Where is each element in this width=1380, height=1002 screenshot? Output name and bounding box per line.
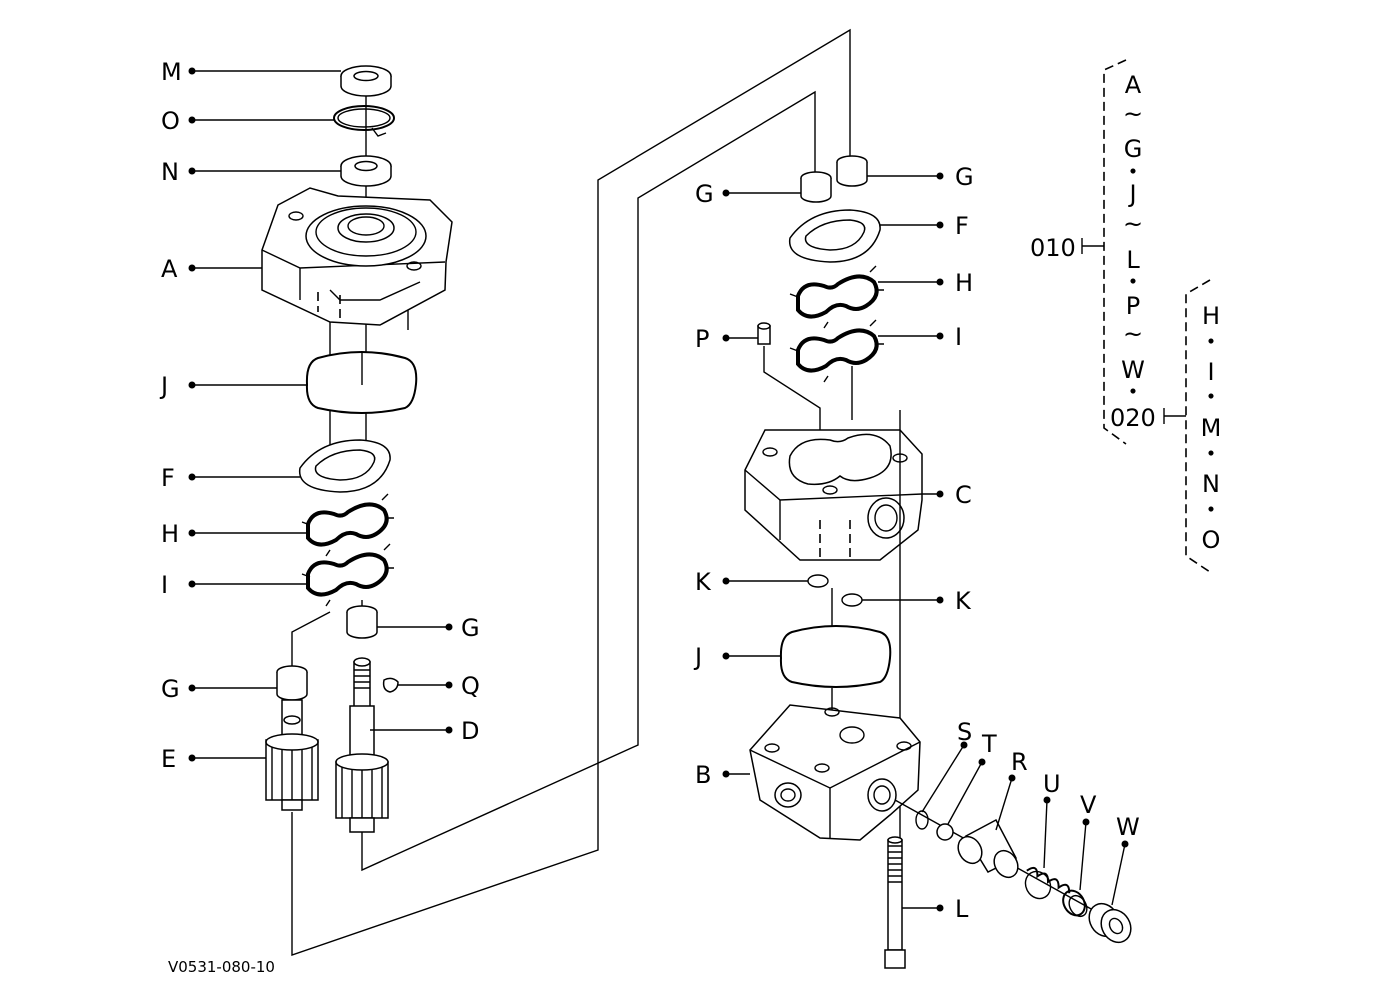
figure-code: V0531-080-10 (168, 958, 275, 976)
part-i-backup-ring (301, 543, 394, 607)
part-w-plug (1088, 902, 1132, 944)
label-v: V (1080, 791, 1097, 819)
part-j-gasket-right (779, 625, 892, 688)
label-s: S (957, 718, 972, 746)
label-j-right: J (693, 643, 702, 671)
label-l: L (955, 895, 969, 923)
leader-dots (188, 67, 1129, 912)
label-h-left: H (161, 520, 179, 548)
part-j-gasket (305, 351, 418, 414)
part-f-seal-plate-right (789, 209, 881, 263)
label-o: O (161, 107, 180, 135)
group-020-entry: ・ (1199, 328, 1223, 356)
group-020-entry: ・ (1199, 496, 1223, 524)
label-t: T (981, 730, 997, 758)
part-m-oil-seal (340, 65, 392, 97)
part-s-o-ring (915, 810, 929, 830)
part-g-bushing-lower (276, 665, 308, 701)
label-j-left: J (159, 372, 168, 400)
label-w: W (1116, 813, 1140, 841)
part-u-spring (1024, 866, 1071, 900)
label-g-upper-left: G (461, 614, 480, 642)
leader-lines (192, 70, 1126, 909)
group-010-bracket (1081, 59, 1127, 445)
group-020-entry: ・ (1199, 383, 1223, 411)
label-k-right: K (955, 587, 972, 615)
label-i-left: I (161, 571, 168, 599)
part-l-bolt (884, 836, 906, 969)
label-d: D (461, 717, 479, 745)
group-020-entry: M (1201, 414, 1222, 442)
group-010-entry: ~ (1123, 100, 1143, 128)
part-c-pump-body (744, 429, 923, 561)
part-i-backup-ring-right (789, 319, 884, 383)
label-g-right-a: G (695, 180, 714, 208)
label-a: A (161, 255, 178, 283)
part-v-spring (1062, 889, 1088, 918)
group-020-code: 020 (1110, 404, 1156, 432)
group-020-list: H ・ I ・ M ・ N ・ O (1199, 302, 1223, 554)
group-010-entry: P (1126, 292, 1140, 320)
label-e: E (161, 745, 176, 773)
part-g-bushing-upper (346, 605, 378, 639)
label-p: P (695, 325, 709, 353)
group-020-entry: I (1207, 358, 1214, 386)
group-010-entry: W (1121, 356, 1145, 384)
part-n-washer (340, 155, 392, 187)
group-010-entry: A (1125, 71, 1142, 99)
label-r: R (1011, 748, 1028, 776)
group-010-entry: ・ (1121, 378, 1145, 406)
part-b-housing (749, 704, 921, 841)
label-g-right-b: G (955, 163, 974, 191)
label-n: N (161, 158, 179, 186)
label-b: B (695, 761, 711, 789)
part-h-backup-ring (301, 493, 394, 557)
group-010-entry: G (1124, 135, 1143, 163)
part-t-ball (936, 823, 954, 841)
group-010-entry: ・ (1121, 268, 1145, 296)
label-g-lower-left: G (161, 675, 180, 703)
part-a-cover (261, 187, 453, 326)
label-h-right: H (955, 269, 973, 297)
part-e-driven-gear (265, 699, 319, 811)
label-f-left: F (161, 464, 175, 492)
label-i-right: I (955, 323, 962, 351)
part-k-o-ring-left (807, 574, 829, 588)
label-m: M (161, 58, 182, 86)
part-labels: M O N A J F H I G E G Q D G P K J B G F … (159, 58, 1140, 923)
part-k-o-ring-right (841, 593, 863, 607)
group-010-entry: J (1127, 180, 1136, 208)
label-u: U (1043, 770, 1061, 798)
label-q: Q (461, 672, 480, 700)
group-020-entry: N (1202, 470, 1220, 498)
part-g-bushing-right-a (800, 171, 832, 203)
group-010-entry: ~ (1123, 320, 1143, 348)
group-020-bracket (1163, 279, 1211, 573)
group-020-entry: H (1202, 302, 1220, 330)
group-010-entry: ・ (1121, 158, 1145, 186)
part-d-drive-gear-shaft (335, 657, 389, 833)
label-f-right: F (955, 212, 969, 240)
label-k-left: K (695, 568, 712, 596)
group-010-entry: ~ (1123, 210, 1143, 238)
part-g-bushing-right-b (836, 155, 868, 187)
part-f-seal-plate (299, 439, 391, 493)
part-h-backup-ring-right (789, 265, 884, 329)
group-010-list: A ~ G ・ J ~ L ・ P ~ W ・ (1121, 71, 1145, 406)
part-q-key (382, 677, 399, 693)
group-010-entry: L (1126, 246, 1140, 274)
part-r-poppet (957, 818, 1019, 879)
group-010-code: 010 (1030, 234, 1076, 262)
part-o-snap-ring (333, 105, 395, 137)
group-020-entry: ・ (1199, 440, 1223, 468)
label-c: C (955, 481, 972, 509)
group-020-entry: O (1202, 526, 1221, 554)
